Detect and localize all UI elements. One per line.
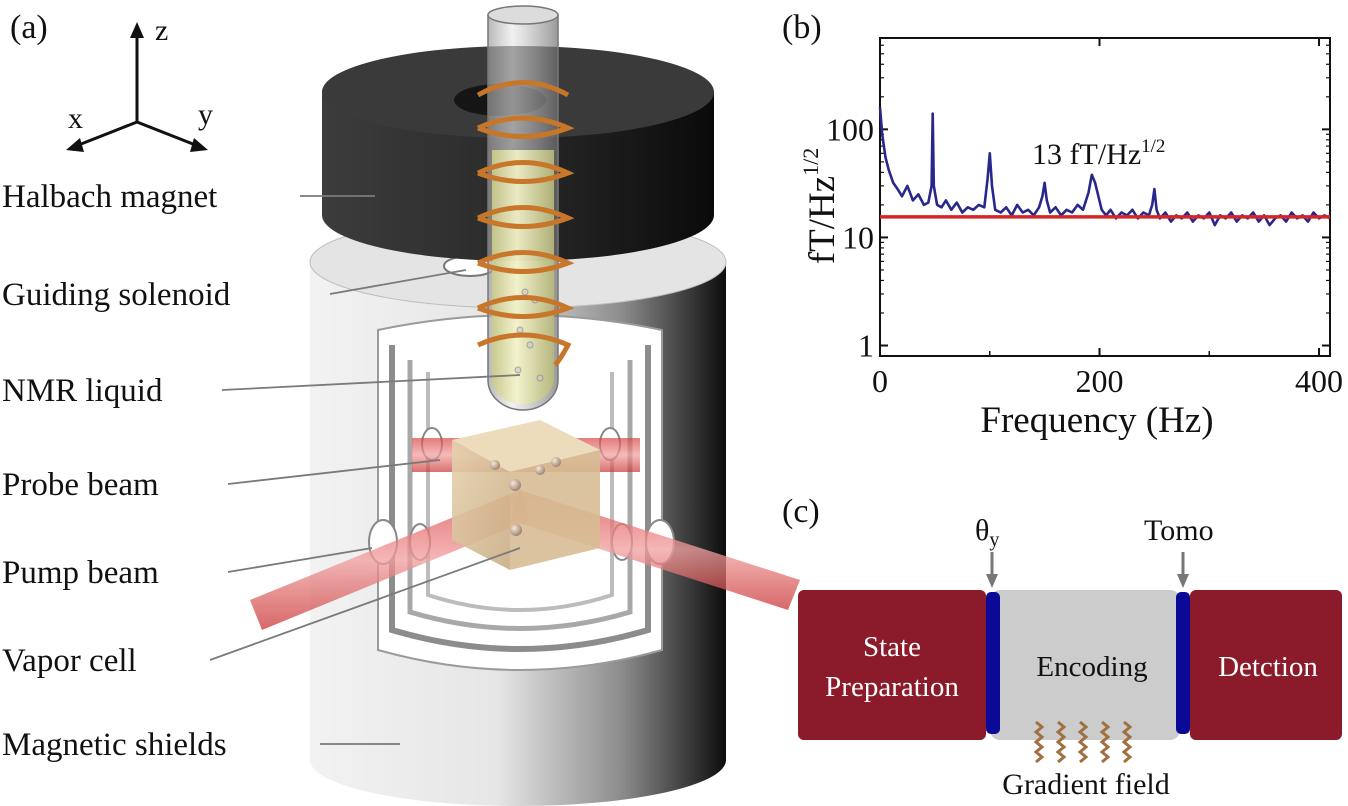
apparatus-label-3: Probe beam (2, 467, 159, 503)
panel-label-c: (c) (782, 493, 820, 530)
axis-z-label: z (155, 14, 168, 47)
y-tick-label: 100 (826, 111, 874, 147)
apparatus-leader-1 (329, 269, 467, 295)
nmr-tube-drawing (487, 5, 559, 411)
axis-x-label: x (68, 102, 83, 135)
encoding-label: Encoding (1036, 651, 1147, 683)
guiding-solenoid-drawing (476, 80, 575, 367)
y-axis-label: fT/Hz1/2 (798, 148, 843, 264)
tomography-pulse (1176, 592, 1190, 734)
apparatus-leader-4 (227, 547, 373, 573)
noise-floor-annotation: 13 fT/Hz1/2 (1032, 136, 1165, 171)
x-tick-label: 0 (872, 363, 888, 399)
y-tick-label: 10 (842, 219, 874, 255)
detection-label: Detction (1218, 651, 1318, 683)
apparatus-leader-3 (227, 459, 441, 485)
x-tick-label: 200 (1076, 363, 1124, 399)
apparatus-label-5: Vapor cell (2, 643, 137, 679)
apparatus-leader-2 (221, 374, 521, 391)
axes-triad: z x y (66, 14, 213, 152)
chart-frame (879, 37, 1331, 357)
axis-y-label: y (198, 98, 213, 131)
apparatus-label-4: Pump beam (2, 555, 159, 591)
apparatus-label-1: Guiding solenoid (2, 277, 231, 313)
state-label-line1: State (863, 631, 921, 663)
apparatus-label-6: Magnetic shields (2, 727, 227, 763)
gradient-field-icon (1033, 720, 1133, 764)
panel-label-a: (a) (10, 9, 48, 46)
state-label-line2: Preparation (825, 671, 959, 703)
y-tick-label: 1 (858, 328, 874, 364)
gradient-field-label: Gradient field (1002, 768, 1169, 801)
rotation-pulse (986, 592, 1000, 734)
apparatus-label-0: Halbach magnet (2, 179, 217, 215)
theta-label: θy (975, 514, 999, 551)
tomo-label: Tomo (1144, 514, 1214, 547)
x-axis-label: Frequency (Hz) (980, 400, 1213, 441)
apparatus-leader-5 (209, 547, 521, 661)
panel-label-b: (b) (782, 9, 822, 46)
pulse-sequence: State Preparation Encoding Detction θy T… (798, 514, 1342, 801)
encoding-block (990, 590, 1180, 740)
vapor-cell-drawing (452, 420, 600, 570)
apparatus-label-2: NMR liquid (2, 373, 163, 409)
state-preparation-block (798, 590, 986, 740)
detection-block (1190, 590, 1342, 740)
x-tick-label: 400 (1295, 363, 1343, 399)
